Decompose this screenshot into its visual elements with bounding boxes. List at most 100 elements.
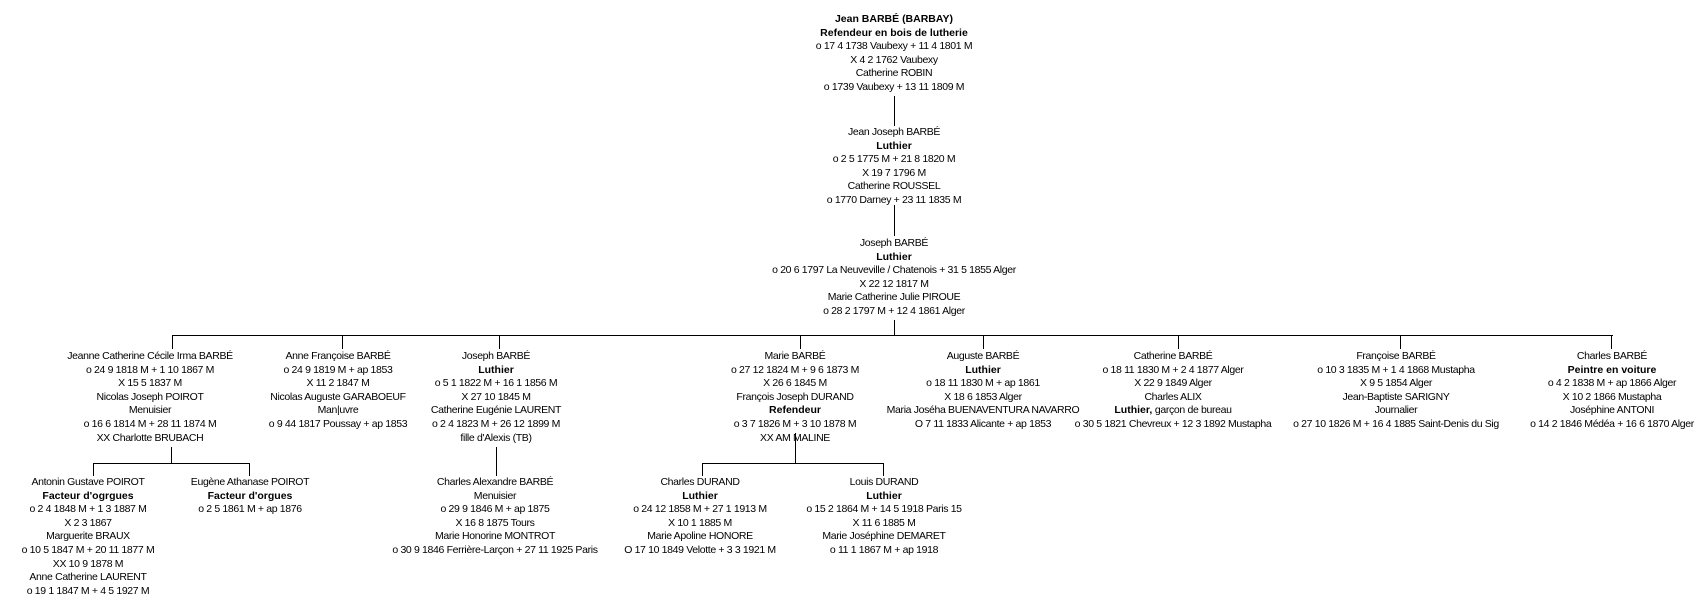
marriage-line: X 27 10 1845 M	[461, 390, 531, 403]
person-node-child-5[interactable]: Auguste BARBÉ Luthier o 18 11 1830 M + a…	[887, 350, 1080, 432]
person-node-joseph-barbe[interactable]: Joseph BARBÉ Luthier o 20 6 1797 La Neuv…	[772, 237, 1016, 319]
occupation-suffix: garçon de bureau	[1152, 404, 1232, 417]
person-node-grandchild-5[interactable]: Louis DURAND Luthier o 15 2 1864 M + 14 …	[806, 476, 962, 558]
spouse-name: Anne Catherine LAURENT	[29, 571, 147, 584]
person-node-grandchild-3[interactable]: Charles Alexandre BARBÉ Menuisier o 29 9…	[392, 476, 598, 558]
spouse-name: Marie Joséphine DEMARET	[822, 530, 946, 543]
spouse-occupation: Journalier	[1374, 404, 1418, 417]
occupation: Luthier	[876, 139, 912, 152]
detail-line: o 9 44 1817 Poussay + ap 1853	[268, 417, 408, 430]
detail-line: o 15 2 1864 M + 14 5 1918 Paris 15	[806, 503, 962, 516]
detail-line: o 18 11 1830 M + 2 4 1877 Alger	[1102, 363, 1244, 376]
marriage-line: X 10 2 1866 Mustapha	[1562, 390, 1662, 403]
occupation: Peintre en voiture	[1567, 363, 1657, 376]
person-name: Charles Alexandre BARBÉ	[436, 476, 554, 488]
person-node-child-3[interactable]: Joseph BARBÉ Luthier o 5 1 1822 M + 16 1…	[430, 350, 562, 445]
person-name: Charles BARBÉ	[1576, 350, 1648, 362]
person-node-grandchild-1[interactable]: Antonin Gustave POIROT Facteur d'ogrgues…	[22, 476, 155, 598]
person-name: Joseph BARBÉ	[859, 237, 929, 249]
detail-line: O 7 11 1833 Alicante + ap 1853	[914, 417, 1052, 430]
person-name: Anne Françoise BARBÉ	[285, 350, 391, 362]
person-name: Jean BARBÉ (BARBAY)	[834, 13, 954, 25]
marriage-line: X 19 7 1796 M	[862, 166, 926, 179]
detail-line: o 11 1 1867 M + ap 1918	[829, 543, 939, 556]
spouse-name: Nicolas Auguste GARABOEUF	[270, 390, 406, 403]
occupation-bold: Luthier,	[1114, 404, 1153, 417]
occupation: Luthier	[965, 363, 1001, 376]
note-line: fille d'Alexis (TB)	[460, 431, 532, 444]
spouse-name: Marie Catherine Julie PIROUE	[827, 291, 961, 304]
person-name: Louis DURAND	[849, 476, 919, 488]
spouse-name: Marie Honorine MONTROT	[434, 530, 556, 543]
person-node-child-2[interactable]: Anne Françoise BARBÉ o 24 9 1819 M + ap …	[268, 350, 408, 432]
detail-line: o 5 1 1822 M + 16 1 1856 M	[434, 377, 558, 390]
spouse-name: Catherine Eugénie LAURENT	[430, 404, 562, 417]
detail-line: o 10 5 1847 M + 20 11 1877 M	[21, 543, 155, 556]
detail-line: o 17 4 1738 Vaubexy + 11 4 1801 M	[815, 40, 973, 53]
occupation: Luthier	[478, 363, 514, 376]
person-name: Marie BARBÉ	[764, 350, 826, 362]
person-node-jean-joseph-barbe[interactable]: Jean Joseph BARBÉ Luthier o 2 5 1775 M +…	[826, 126, 962, 208]
person-node-child-4[interactable]: Marie BARBÉ o 27 12 1824 M + 9 6 1873 M …	[731, 350, 859, 445]
person-name: Françoise BARBÉ	[1356, 350, 1436, 362]
detail-line: o 29 9 1846 M + ap 1875	[440, 503, 550, 516]
occupation: Facteur d'orgues	[207, 489, 293, 502]
person-name: Jeanne Catherine Cécile Irma BARBÉ	[67, 350, 233, 362]
detail-line: o 20 6 1797 La Neuveville / Chatenois + …	[772, 264, 1016, 277]
detail-line: O 17 10 1849 Velotte + 3 3 1921 M	[624, 543, 776, 556]
marriage-line: X 15 5 1837 M	[118, 377, 182, 390]
marriage-line: X 11 2 1847 M	[306, 377, 370, 390]
marriage-line: X 11 6 1885 M	[852, 516, 916, 529]
spouse-name: Charles ALIX	[1144, 390, 1202, 403]
spouse-name: Marie Apoline HONORE	[647, 530, 753, 543]
person-name: Auguste BARBÉ	[946, 350, 1020, 362]
occupation: Menuisier	[473, 489, 517, 502]
detail-line: o 30 5 1821 Chevreux + 12 3 1892 Mustaph…	[1074, 417, 1272, 430]
person-name: Catherine BARBÉ	[1133, 350, 1213, 362]
marriage-line: X 22 9 1849 Alger	[1134, 377, 1212, 390]
person-name: Joseph BARBÉ	[461, 350, 531, 362]
detail-line: o 24 9 1818 M + 1 10 1867 M	[85, 363, 215, 376]
person-node-child-8[interactable]: Charles BARBÉ Peintre en voiture o 4 2 1…	[1530, 350, 1694, 432]
detail-line: o 1770 Darney + 23 11 1835 M	[826, 193, 962, 206]
spouse-name: Maria Joséha BUENAVENTURA NAVARRO	[886, 404, 1080, 417]
detail-line: o 2 4 1823 M + 26 12 1899 M	[431, 417, 561, 430]
person-node-child-1[interactable]: Jeanne Catherine Cécile Irma BARBÉ o 24 …	[67, 350, 233, 445]
detail-line: o 3 7 1826 M + 3 10 1878 M	[733, 417, 857, 430]
occupation: Luthier	[866, 489, 902, 502]
second-marriage-line: XX AM MALINE	[760, 431, 830, 444]
person-name: Charles DURAND	[660, 476, 740, 488]
person-node-grandchild-4[interactable]: Charles DURAND Luthier o 24 12 1858 M + …	[624, 476, 776, 558]
spouse-name: Catherine ROUSSEL	[847, 180, 941, 193]
person-node-child-7[interactable]: Françoise BARBÉ o 10 3 1835 M + 1 4 1868…	[1293, 350, 1499, 432]
marriage-line: X 22 12 1817 M	[859, 277, 929, 290]
spouse-name: Jean-Baptiste SARIGNY	[1342, 390, 1450, 403]
spouse-name: Marguerite BRAUX	[46, 530, 130, 543]
person-name: Eugène Athanase POIROT	[190, 476, 310, 488]
spouse-occupation: Refendeur	[769, 404, 821, 417]
occupation: Facteur d'ogrgues	[42, 489, 134, 502]
second-marriage-line: XX 10 9 1878 M	[52, 557, 124, 570]
person-node-jean-barbe[interactable]: Jean BARBÉ (BARBAY) Refendeur en bois de…	[815, 13, 973, 95]
detail-line: o 27 10 1826 M + 16 4 1885 Saint-Denis d…	[1293, 417, 1499, 430]
detail-line: o 14 2 1846 Médéa + 16 6 1870 Alger	[1530, 417, 1694, 430]
detail-line: o 28 2 1797 M + 12 4 1861 Alger	[823, 304, 965, 317]
marriage-line: X 9 5 1854 Alger	[1359, 377, 1433, 390]
marriage-line: X 4 2 1762 Vaubexy	[850, 53, 938, 66]
spouse-name: Joséphine ANTONI	[1569, 404, 1655, 417]
detail-line: o 10 3 1835 M + 1 4 1868 Mustapha	[1317, 363, 1475, 376]
occupation: Refendeur en bois de lutherie	[820, 26, 968, 39]
marriage-line: X 2 3 1867	[64, 516, 112, 529]
spouse-name: Catherine ROBIN	[855, 67, 933, 80]
detail-line: o 2 5 1861 M + ap 1876	[198, 503, 302, 516]
person-node-child-6[interactable]: Catherine BARBÉ o 18 11 1830 M + 2 4 187…	[1075, 350, 1272, 432]
spouse-name: Nicolas Joseph POIROT	[96, 390, 204, 403]
detail-line: o 27 12 1824 M + 9 6 1873 M	[730, 363, 860, 376]
spouse-occupation: Menuisier	[128, 404, 172, 417]
detail-line: o 18 11 1830 M + ap 1861	[926, 377, 1040, 390]
person-node-grandchild-2[interactable]: Eugène Athanase POIROT Facteur d'orgues …	[190, 476, 310, 517]
detail-line: o 19 1 1847 M + 4 5 1927 M	[26, 584, 150, 597]
detail-line: o 16 6 1814 M + 28 11 1874 M	[83, 417, 217, 430]
person-name: Jean Joseph BARBÉ	[847, 126, 941, 138]
